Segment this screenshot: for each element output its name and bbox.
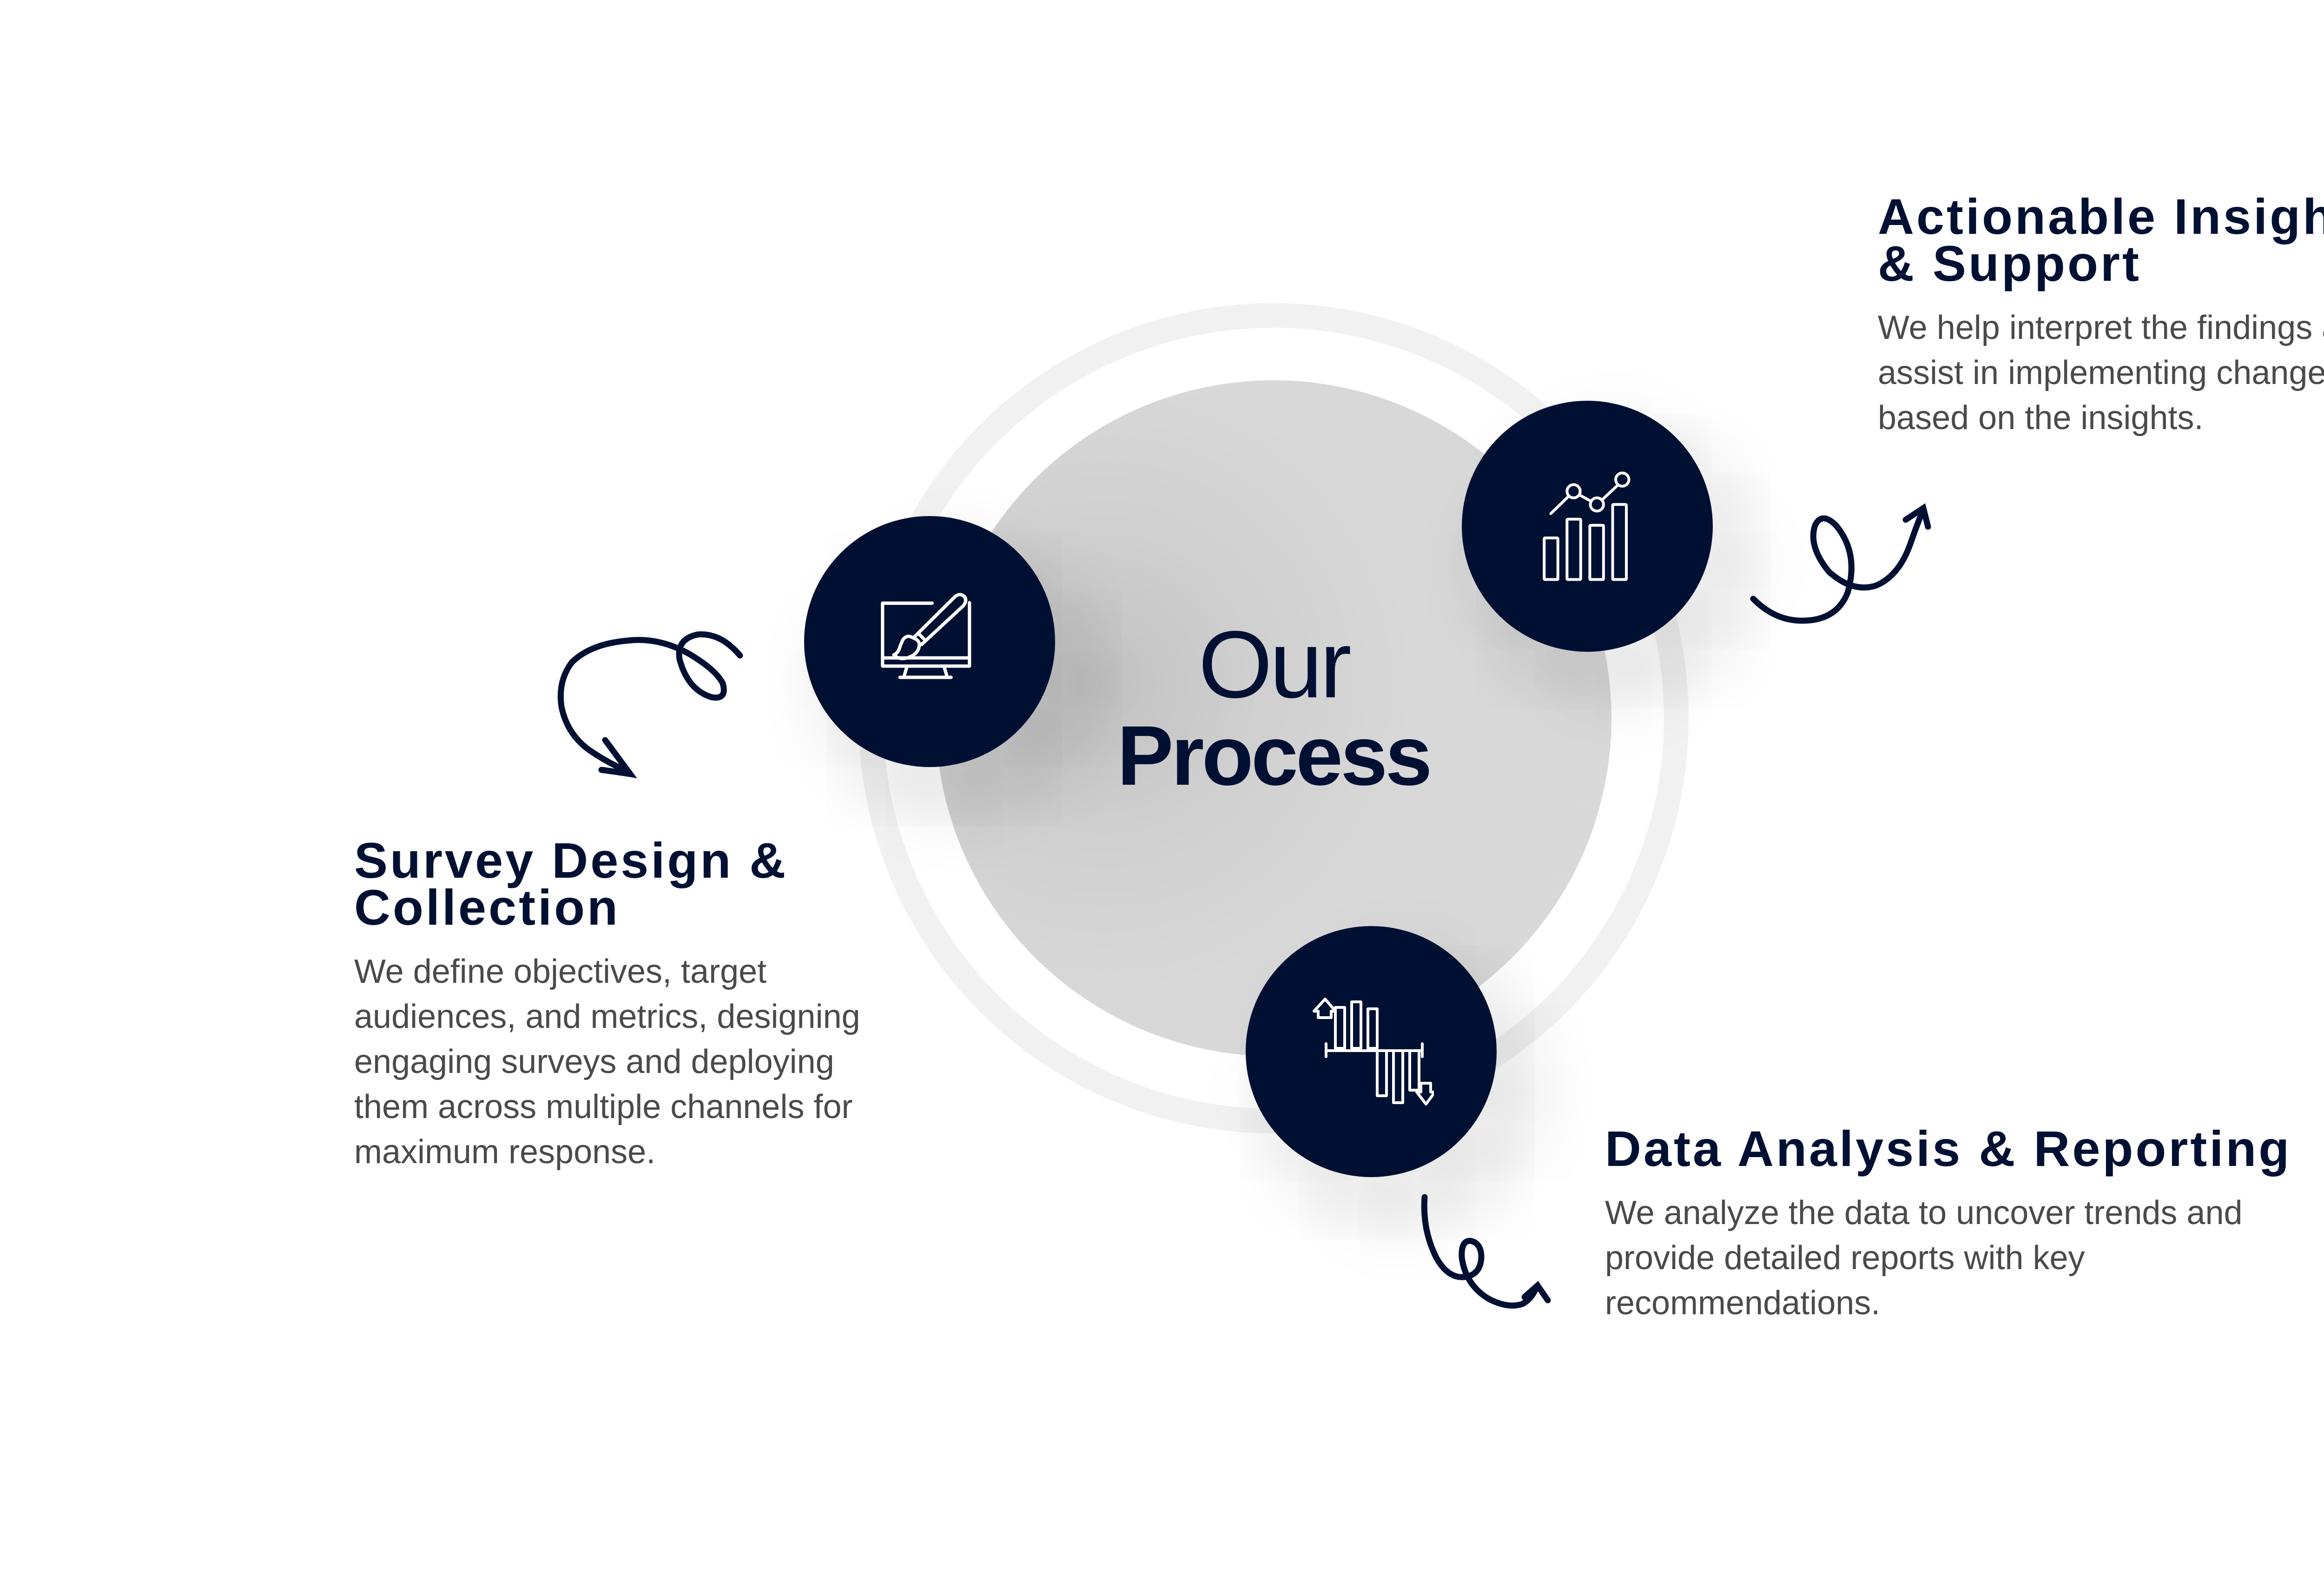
- step-survey-title: Survey Design & Collection: [354, 835, 935, 933]
- step-survey-title-line2: Collection: [354, 879, 621, 935]
- desc-line: provide detailed reports with key: [1605, 1239, 2085, 1277]
- desc-line: them across multiple channels for: [354, 1088, 853, 1125]
- step-analysis-text: Data Analysis & Reporting We analyze the…: [1605, 1124, 2324, 1326]
- step-insights-text: Actionable Insights & Support We help in…: [1878, 192, 2324, 441]
- step-survey-title-line1: Survey Design &: [354, 832, 788, 888]
- step-insights-title-line2: & Support: [1878, 235, 2141, 291]
- desc-line: We analyze the data to uncover trends an…: [1605, 1194, 2243, 1231]
- step-survey-text: Survey Design & Collection We define obj…: [354, 835, 935, 1175]
- curly-arrow-right-up-icon: [1750, 503, 1931, 624]
- desc-line: engaging surveys and deploying: [354, 1043, 834, 1080]
- step-insights-description: We help interpret the findings and assis…: [1878, 305, 2324, 441]
- title-line-our: Our: [1198, 611, 1352, 718]
- diagram-title: Our Process: [1018, 611, 1529, 803]
- step-analysis-title-line1: Data Analysis & Reporting: [1605, 1120, 2292, 1177]
- desc-line: assist in implementing changes: [1878, 354, 2324, 391]
- step-node-survey: [804, 516, 1055, 767]
- step-insights-title-line1: Actionable Insights: [1878, 188, 2324, 245]
- step-node-insights: [1462, 401, 1713, 652]
- step-analysis-title: Data Analysis & Reporting: [1605, 1124, 2324, 1174]
- title-line-process: Process: [1117, 708, 1432, 803]
- curly-arrow-bottom-right-icon: [1421, 1194, 1551, 1309]
- desc-line: We help interpret the findings and: [1878, 309, 2324, 346]
- desc-line: maximum response.: [354, 1133, 656, 1171]
- bar-chart-trend-line-icon: [1543, 471, 1631, 581]
- curly-arrow-left-down-icon: [557, 631, 743, 778]
- step-analysis-description: We analyze the data to uncover trends an…: [1605, 1191, 2324, 1326]
- desc-line: We define objectives, target: [354, 953, 767, 990]
- step-node-analysis: [1246, 926, 1497, 1177]
- desc-line: recommendations.: [1605, 1284, 1881, 1322]
- monitor-paintbrush-icon: [881, 593, 971, 679]
- desc-line: audiences, and metrics, designing: [354, 998, 860, 1035]
- up-down-bar-variance-icon: [1313, 998, 1434, 1106]
- desc-line: based on the insights.: [1878, 399, 2204, 437]
- step-survey-description: We define objectives, target audiences, …: [354, 949, 935, 1175]
- step-insights-title: Actionable Insights & Support: [1878, 192, 2324, 289]
